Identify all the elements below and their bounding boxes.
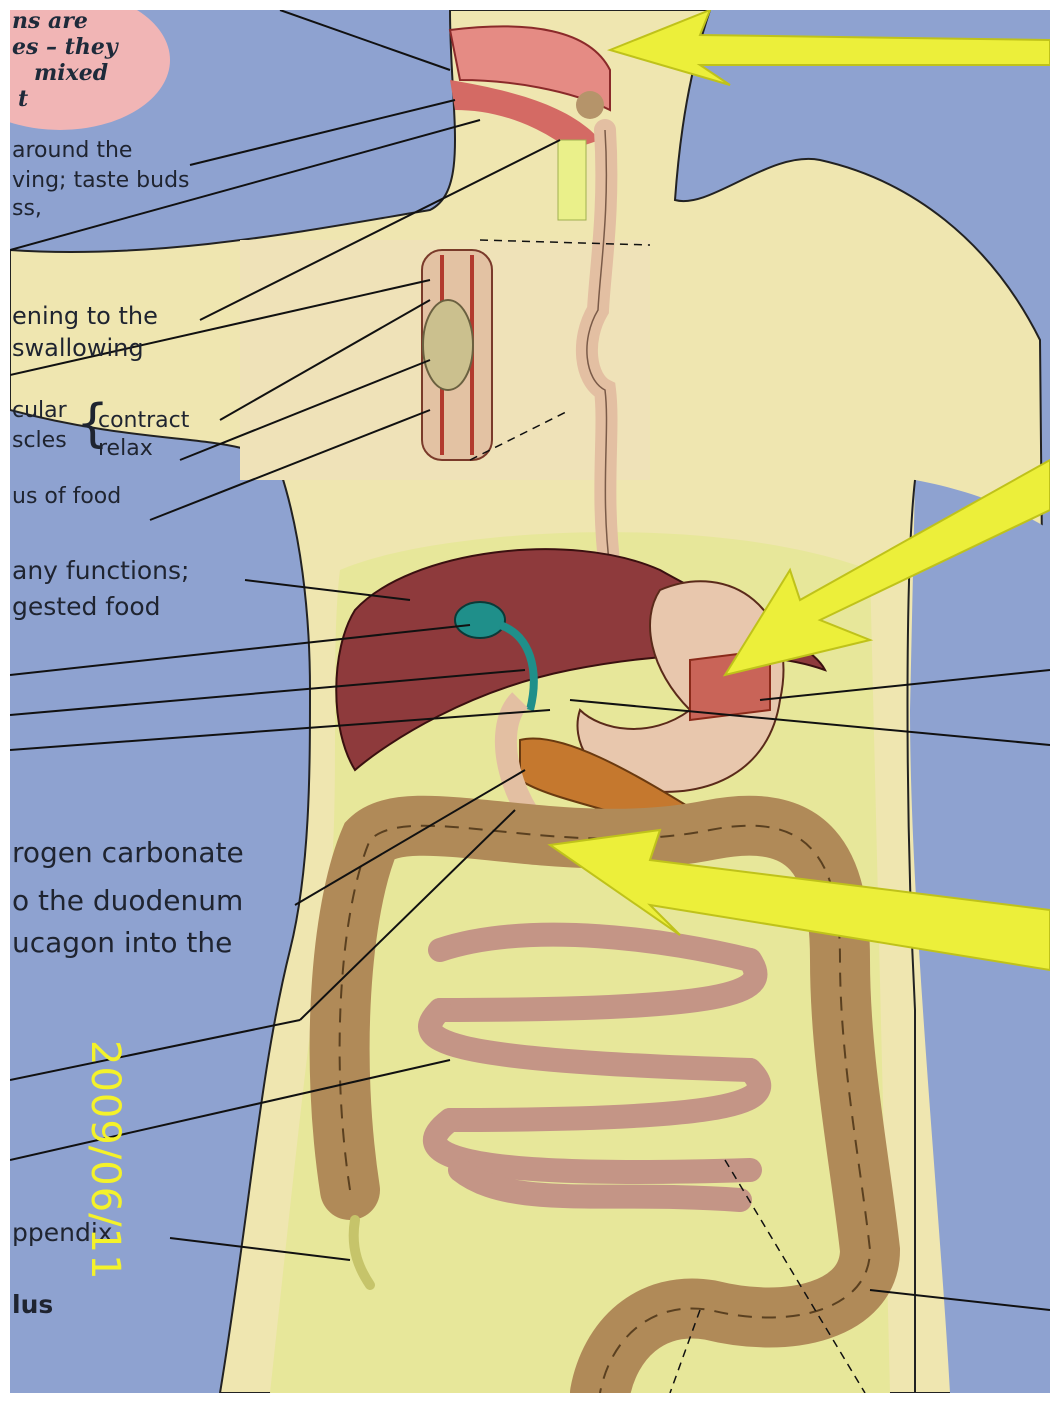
digestive-system-poster <box>10 10 1050 1393</box>
label-digested-food: gested food <box>12 592 161 621</box>
label-lus: lus <box>12 1290 53 1319</box>
top-note-line-3: mixed <box>12 60 118 86</box>
label-opening-to-the: ening to the <box>12 302 158 330</box>
label-glucagon-into-the: ucagon into the <box>12 926 232 959</box>
top-note-line-2: es – they <box>12 34 118 60</box>
label-to-the-duodenum: o the duodenum <box>12 884 243 917</box>
top-note: ns are es – they mixed t <box>12 8 118 112</box>
label-hydrogen-carbonate: rogen carbonate <box>12 836 244 869</box>
top-note-line-4: t <box>12 86 118 112</box>
label-many-functions: any functions; <box>12 556 189 585</box>
label-around-the: around the <box>12 138 132 163</box>
label-taste-buds: ving; taste buds <box>12 168 190 193</box>
label-relax: relax <box>98 436 153 461</box>
label-swallowing: swallowing <box>12 334 144 362</box>
bolus-of-food <box>423 300 473 390</box>
top-note-line-1: ns are <box>12 8 118 34</box>
label-muscular: cular <box>12 398 67 423</box>
date-stamp: 2009/06/11 <box>82 1040 128 1281</box>
label-ss: ss, <box>12 196 42 221</box>
label-contract: contract <box>98 408 189 433</box>
label-muscles: scles <box>12 428 67 453</box>
gallbladder <box>455 602 505 638</box>
label-bolus-of-food: us of food <box>12 484 121 509</box>
trachea <box>558 140 586 220</box>
